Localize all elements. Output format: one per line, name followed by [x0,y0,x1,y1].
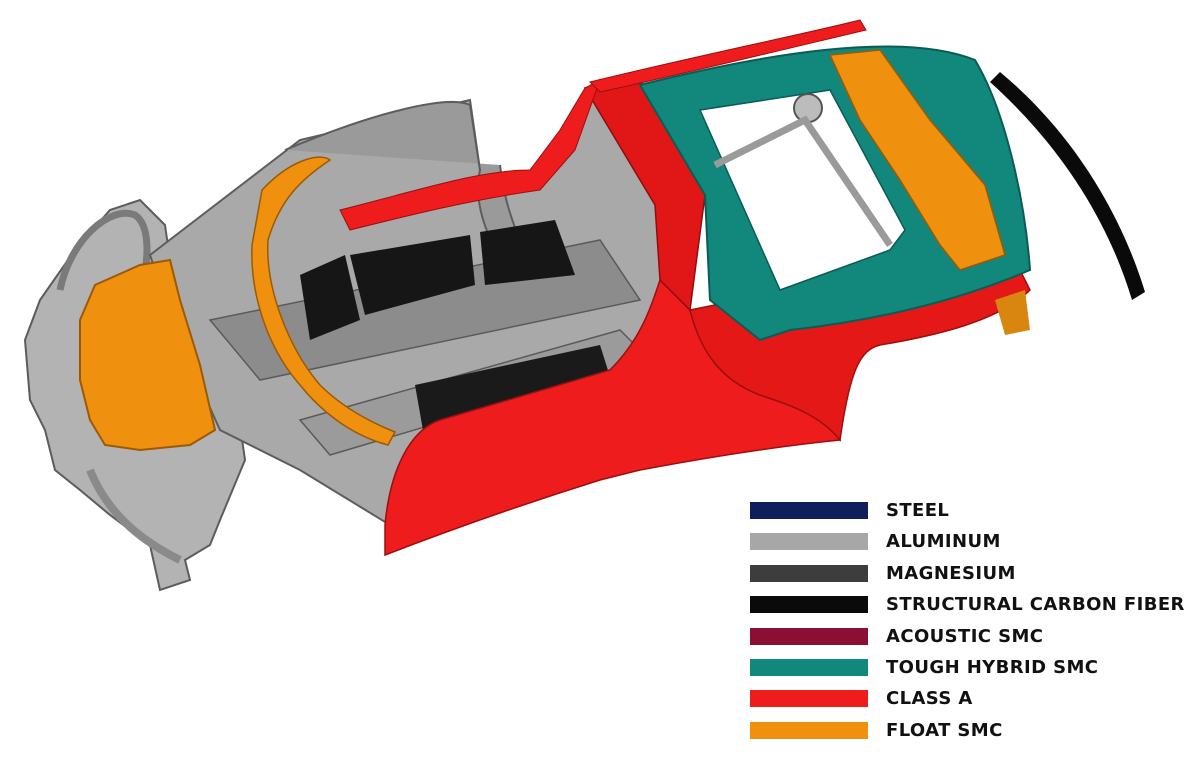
legend-item-tough-hybrid-smc: TOUGH HYBRID SMC [750,654,1190,685]
legend-swatch [750,564,868,582]
legend-label: TOUGH HYBRID SMC [886,656,1099,678]
material-legend: STEEL ALUMINUM MAGNESIUM STRUCTURAL CARB… [750,497,1190,748]
upper-rear-rail [589,19,867,93]
legend-swatch [750,596,868,614]
legend-label: ALUMINUM [886,531,1001,553]
legend-item-aluminum: ALUMINUM [750,528,1190,559]
front-trunk-tub [79,258,217,452]
rear-bumper-bracket [995,290,1030,335]
tough-hybrid-smc-rear [638,45,1032,342]
legend-label: STRUCTURAL CARBON FIBER [886,594,1185,616]
legend-swatch [750,627,868,645]
legend-label: MAGNESIUM [886,562,1016,584]
rear-cross-brace [713,115,893,247]
rear-trunk-liner [828,49,1006,271]
legend-item-steel: STEEL [750,497,1190,528]
legend-swatch [750,690,868,708]
rear-strut-tower [793,93,823,123]
legend-item-class-a: CLASS A [750,685,1190,716]
legend-label: ACOUSTIC SMC [886,625,1044,647]
legend-swatch [750,533,868,551]
legend-swatch [750,658,868,676]
legend-item-structural-carbon-fiber: STRUCTURAL CARBON FIBER [750,591,1190,622]
legend-label: FLOAT SMC [886,719,1003,741]
legend-swatch [750,721,868,739]
carbon-fiber-bumper-beam [990,72,1145,300]
float-smc-parts [79,49,1030,452]
windshield-header [251,156,397,446]
legend-item-acoustic-smc: ACOUSTIC SMC [750,623,1190,654]
legend-label: CLASS A [886,688,973,710]
floor-panel-front-right [480,220,575,285]
floor-panel-front-center [350,235,475,315]
floor-panel-front-left [300,255,360,340]
legend-item-float-smc: FLOAT SMC [750,717,1190,748]
legend-label: STEEL [886,500,950,521]
legend-swatch [750,502,868,519]
front-wheel-frame [56,209,151,292]
front-lower-arm [86,468,182,564]
legend-item-magnesium: MAGNESIUM [750,560,1190,591]
